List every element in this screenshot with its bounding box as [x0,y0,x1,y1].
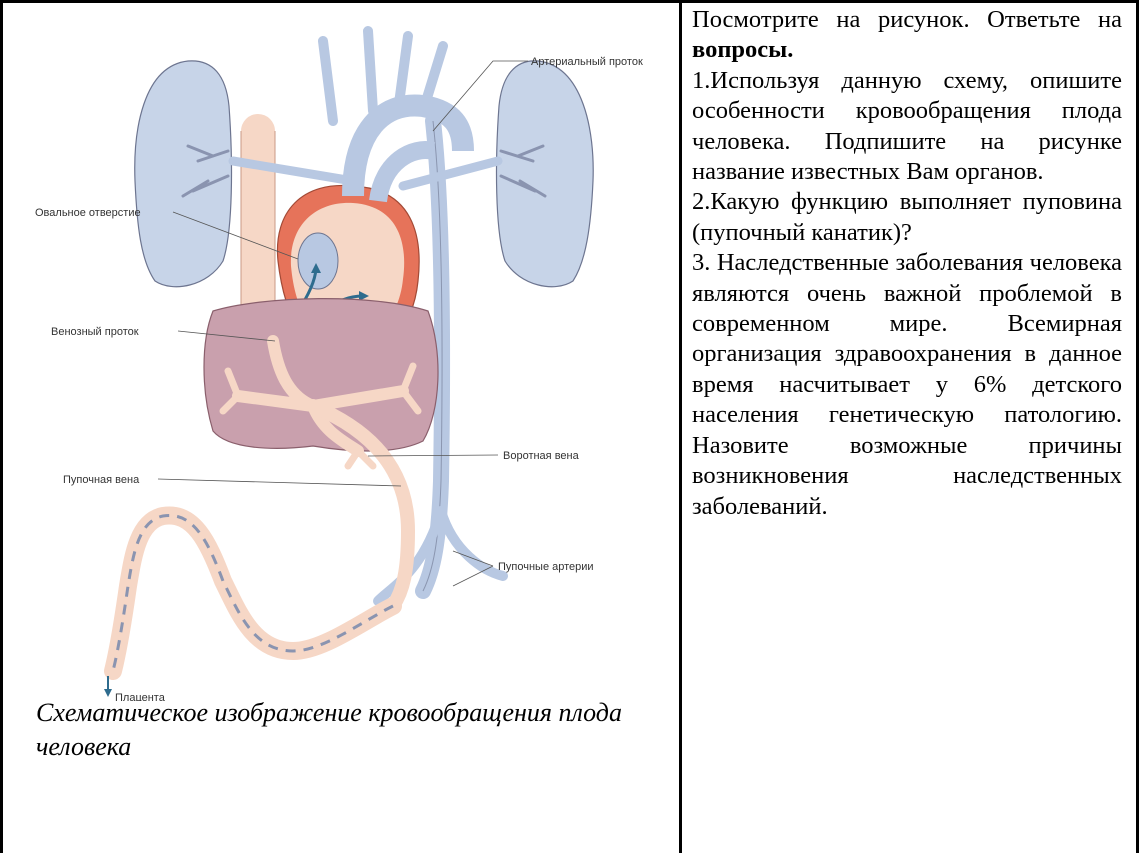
leader-umbilical-vein [158,479,401,486]
label-oval-opening: Овальное отверстие [35,207,141,219]
figure-cell: Артериальный проток Овальное отверстие В… [3,3,679,853]
questions-cell: Посмотрите на рисунок. Ответьте на вопро… [684,3,1139,853]
label-umbilical-arteries: Пупочные артерии [498,561,594,573]
umbilical-cord-arteries [113,515,393,671]
question-2: 2.Какую функцию выполняет пуповина (пупо… [692,187,1122,248]
label-umbilical-vein: Пупочная вена [63,474,140,486]
oval-opening [298,233,338,289]
pulmonary-trunk [378,150,433,201]
figure-caption: Схематическое изображение кровообращения… [36,696,676,764]
question-1: 1.Используя данную схему, опишите особен… [692,66,1122,188]
task-intro: Посмотрите на рисунок. Ответьте на вопро… [692,5,1122,66]
question-3: 3. Наследственные заболевания человека я… [692,248,1122,522]
label-portal-vein: Воротная вена [503,450,580,462]
task-intro-bold: вопросы. [692,36,793,63]
questions-text: Посмотрите на рисунок. Ответьте на вопро… [692,5,1122,522]
umbilical-cord [113,515,393,671]
label-venous-duct: Венозный проток [51,326,139,338]
table-cell-divider [679,0,682,853]
fetal-circulation-diagram: Артериальный проток Овальное отверстие В… [23,11,673,701]
right-lung [497,61,594,287]
label-arterial-duct: Артериальный проток [531,56,643,68]
task-intro-text: Посмотрите на рисунок. Ответьте на [692,6,1122,33]
left-lung [135,61,232,287]
